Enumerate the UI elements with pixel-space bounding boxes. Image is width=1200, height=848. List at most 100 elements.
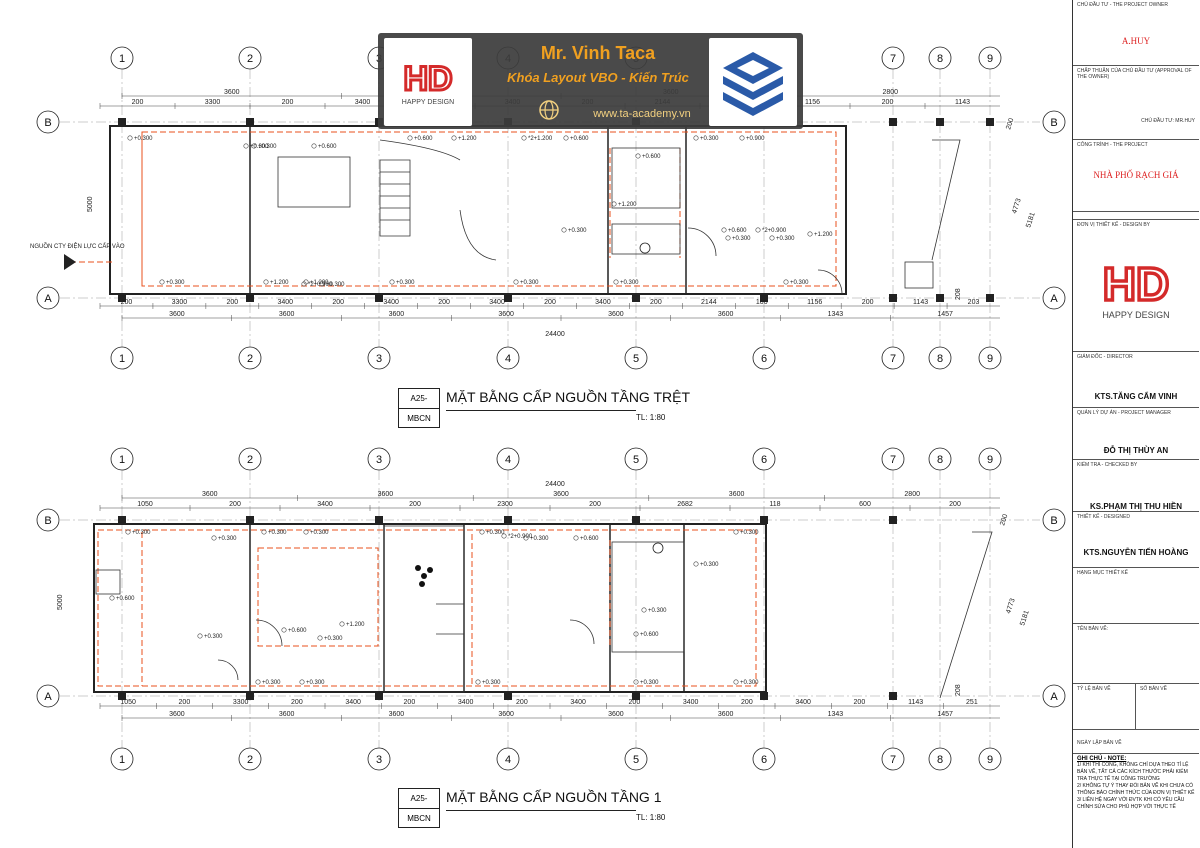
dim-text: 3600 xyxy=(279,711,295,718)
dim-text: 200 xyxy=(404,699,416,706)
dim-text: 200 xyxy=(409,501,421,508)
dim-text: 3400 xyxy=(355,99,371,106)
outlet-points-layer: +0.300+0.300+0.600+0.600+1.200*2+1.200+0… xyxy=(109,135,833,686)
grid-bubble-label: 1 xyxy=(119,454,125,466)
dim-text: 3600 xyxy=(169,711,185,718)
grid-bubble-label: 4 xyxy=(505,353,511,365)
item-label: HẠNG MỤC THIẾT KẾ xyxy=(1077,570,1128,576)
outlet-label: +0.300 xyxy=(520,280,539,286)
outlet-label: +0.300 xyxy=(268,530,287,536)
grid-bubble xyxy=(624,747,648,771)
dim-text: 3600 xyxy=(169,311,185,318)
outlet-label: +1.200 xyxy=(458,136,477,142)
dim-text: 1143 xyxy=(908,699,923,706)
globe-icon xyxy=(539,100,559,120)
light-fixture-symbol xyxy=(421,573,427,579)
dim-text: 3600 xyxy=(202,491,218,498)
grid-row-bubble-label: B xyxy=(44,515,51,527)
ground-title-underline xyxy=(446,410,636,411)
grid-bubble-label: 1 xyxy=(119,53,125,65)
date-cell: NGÀY LẬP BẢN VẼ xyxy=(1073,730,1199,754)
grid-bubble-label: 5 xyxy=(633,353,639,365)
column xyxy=(760,516,768,524)
grid-row-bubble xyxy=(1042,286,1066,310)
dim-text: 200 xyxy=(741,699,753,706)
bath-fixture xyxy=(611,147,681,209)
grid-bubble xyxy=(978,447,1002,471)
design-unit-label: ĐƠN VỊ THIẾT KẾ - DESIGN BY xyxy=(1077,222,1151,228)
dim-text: 3600 xyxy=(389,711,405,718)
dim-text: 1457 xyxy=(937,311,953,318)
dim-text: 200 xyxy=(516,699,528,706)
outlet-symbol xyxy=(693,135,699,141)
column xyxy=(375,516,383,524)
outlet-symbol xyxy=(125,529,131,535)
title-block: CHỦ ĐẦU TƯ - THE PROJECT OWNER A.HUY CHẤ… xyxy=(1072,0,1200,848)
stair-ground xyxy=(379,159,411,237)
outlet-label: +0.300 xyxy=(640,680,659,686)
scale-label: TỶ LỆ BẢN VẼ xyxy=(1077,686,1111,692)
approval-label: CHẤP THUẬN CỦA CHỦ ĐẦU TƯ (APPROVAL OF T… xyxy=(1077,68,1192,80)
dim-text: 200 xyxy=(650,299,662,306)
outlet-symbol xyxy=(479,529,485,535)
outlet-symbol xyxy=(755,227,761,233)
dim-text: 2300 xyxy=(497,501,513,508)
outlet-label: +1.200 xyxy=(618,202,637,208)
outlet-label: +0.300 xyxy=(262,680,281,686)
grid-bubble xyxy=(752,747,776,771)
dim-text: 1143 xyxy=(955,99,970,106)
outlet-symbol xyxy=(611,201,617,207)
grid-bubble xyxy=(978,46,1002,70)
outlet-symbol xyxy=(243,143,249,149)
column xyxy=(375,294,383,302)
outlet-label: +1.200 xyxy=(814,232,833,238)
right-dim: 208 xyxy=(955,684,962,696)
column xyxy=(504,516,512,524)
item-cell: HẠNG MỤC THIẾT KẾ xyxy=(1073,568,1199,624)
grid-row-bubble-label: B xyxy=(1050,117,1057,129)
dim-text: 3600 xyxy=(729,491,745,498)
wc-room xyxy=(611,541,685,653)
ground-plan-scale: TL: 1:80 xyxy=(636,413,666,422)
outlet-label: *2+0.900 xyxy=(508,534,533,540)
grid-bubble xyxy=(238,747,262,771)
column xyxy=(632,692,640,700)
right-dim: 4773 xyxy=(1011,198,1023,215)
grid-bubble-label: 7 xyxy=(890,454,896,466)
outlet-label: +0.300 xyxy=(166,280,185,286)
column xyxy=(986,118,994,126)
dimensions-layer: 3600360036002800200330020034002003400200… xyxy=(99,89,1000,721)
checker-label: KIỂM TRA - CHECKED BY xyxy=(1077,462,1138,468)
outlet-label: +0.300 xyxy=(132,530,151,536)
door-swing-3 xyxy=(255,619,283,647)
outlet-label: +1.200 xyxy=(310,280,329,286)
outlet-label: +0.300 xyxy=(732,236,751,242)
wiring-layer xyxy=(70,131,837,687)
grid-bubble xyxy=(928,346,952,370)
dim-text: 200 xyxy=(282,99,294,106)
column xyxy=(504,294,512,302)
number-subcell: SỐ BẢN VẼ xyxy=(1136,684,1199,730)
door-swing-4 xyxy=(569,619,595,645)
outlet-symbol xyxy=(725,235,731,241)
drawing-name-label: TÊN BẢN VẼ: xyxy=(1077,626,1109,632)
column xyxy=(889,516,897,524)
door-swing xyxy=(687,227,717,257)
outlet-label: +0.600 xyxy=(318,144,337,150)
grid-row-bubble xyxy=(1042,684,1066,708)
outlet-label: +0.600 xyxy=(116,596,135,602)
banner-url[interactable]: www.ta-academy.vn xyxy=(593,108,691,120)
column xyxy=(889,294,897,302)
grid-bubble-label: 4 xyxy=(505,754,511,766)
director-label: GIÁM ĐỐC - DIRECTOR xyxy=(1077,354,1133,360)
grid-bubble xyxy=(238,46,262,70)
outlet-symbol xyxy=(521,135,527,141)
grid-bubble-label: 3 xyxy=(376,353,382,365)
ground-code-line1: A25- xyxy=(399,389,439,409)
dim-text: 600 xyxy=(859,501,871,508)
dim-text: 200 xyxy=(544,299,556,306)
project-name: NHÀ PHỐ RẠCH GIÁ xyxy=(1093,170,1179,180)
outlet-label: +0.300 xyxy=(310,530,329,536)
outlet-symbol xyxy=(407,135,413,141)
grid-bubble xyxy=(367,747,391,771)
